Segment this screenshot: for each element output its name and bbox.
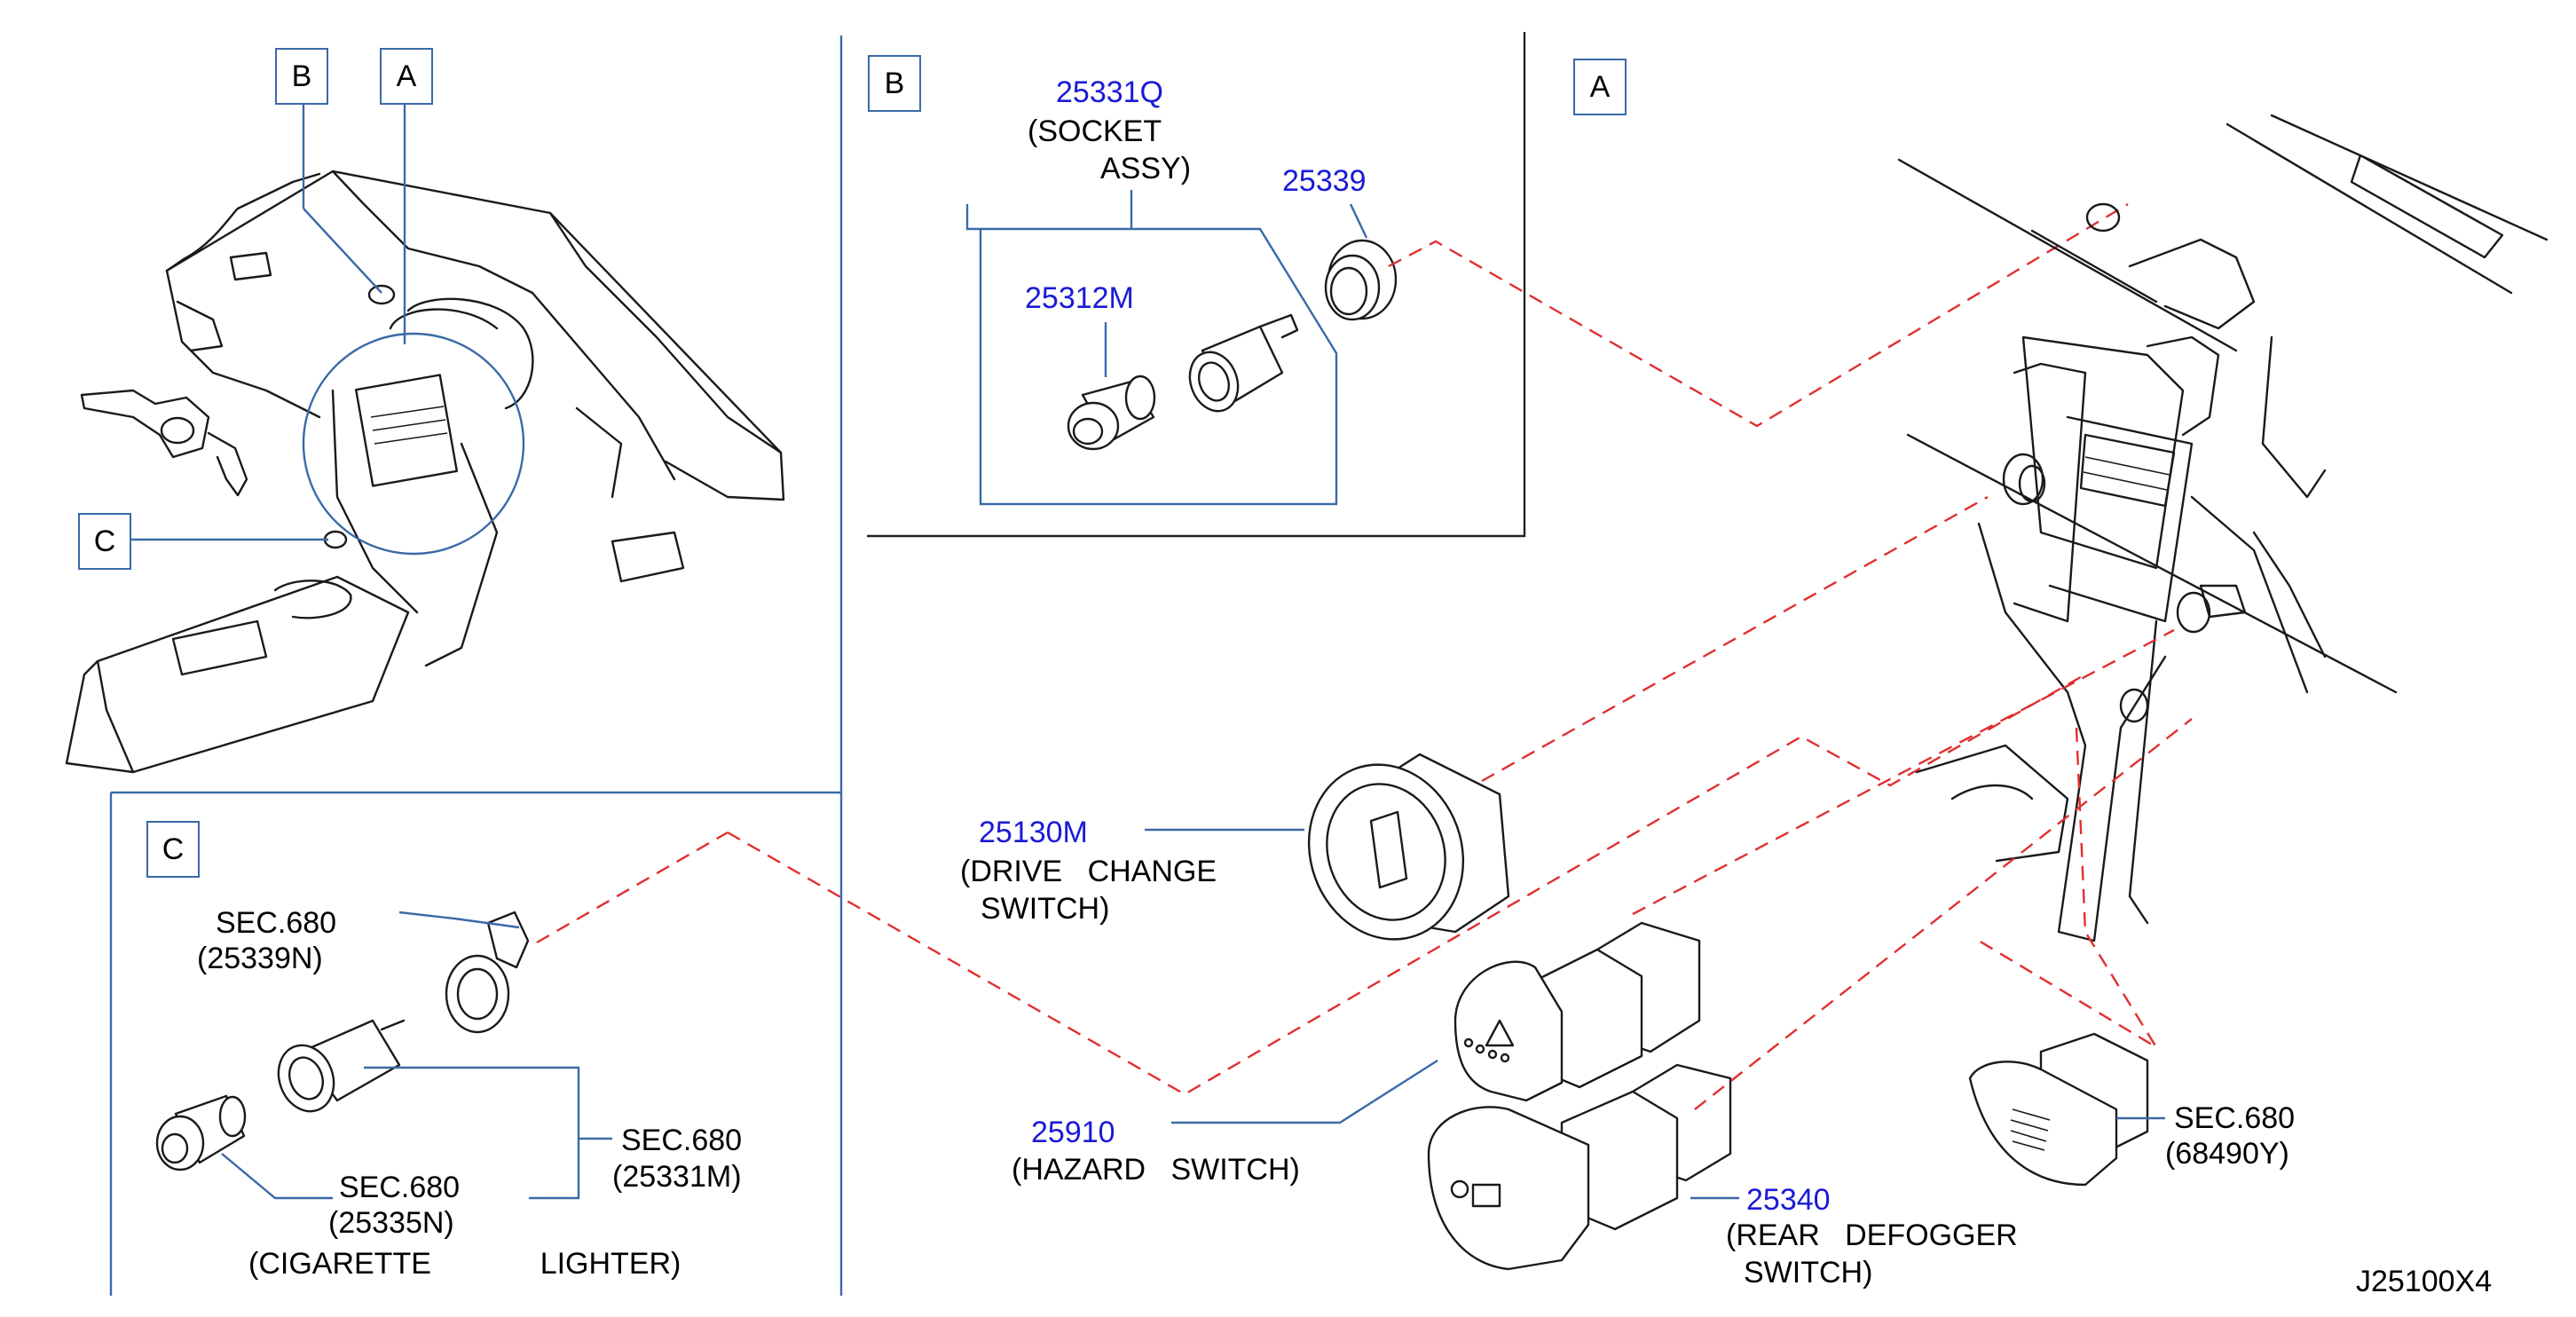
part-number-25910: 25910 — [1031, 1116, 1115, 1149]
drive-change-switch-desc-line1: (DRIVE CHANGE — [960, 855, 1217, 888]
diagram-code: J25100X4 — [2356, 1265, 2493, 1298]
detail-a-switches — [1307, 753, 2149, 1271]
part-number-25339: 25339 — [1282, 164, 1367, 198]
hazard-switch-desc: (HAZARD SWITCH) — [1012, 1153, 1300, 1187]
detail-a-drawing — [1897, 114, 2548, 942]
drive-change-switch-desc-line2: SWITCH) — [981, 892, 1110, 926]
cigarette-lighter-caption: (CIGARETTE LIGHTER) — [248, 1247, 681, 1281]
section-frames — [109, 32, 1526, 1296]
socket-ref-line2: (25331M) — [612, 1160, 742, 1194]
plug-ref-line1: SEC.680 — [339, 1171, 461, 1204]
detail-b-drawing — [965, 190, 2129, 506]
dashboard-overview-drawing — [65, 170, 785, 774]
callout-box-b: B — [275, 48, 328, 105]
detail-a-header-box: A — [1573, 59, 1627, 115]
part-number-25130m: 25130M — [979, 816, 1088, 849]
blank-cover-ref-line1: SEC.680 — [2174, 1101, 2296, 1135]
ring-ref-line2: (25339N) — [197, 942, 323, 975]
blank-cover-ref-line2: (68490Y) — [2165, 1137, 2289, 1171]
socket-assy-desc-line1: (SOCKET — [1028, 114, 1162, 148]
leader-lines — [129, 101, 2193, 1200]
socket-ref-line1: SEC.680 — [621, 1124, 743, 1157]
rear-defogger-switch-desc-line2: SWITCH) — [1744, 1256, 1873, 1289]
callout-box-c: C — [78, 513, 131, 570]
part-number-25312m: 25312M — [1025, 281, 1134, 315]
part-number-25331q: 25331Q — [1056, 75, 1163, 109]
part-number-25340: 25340 — [1746, 1183, 1831, 1217]
ring-ref-line1: SEC.680 — [216, 906, 337, 940]
detail-b-header-box: B — [868, 55, 921, 112]
socket-assy-desc-line2: ASSY) — [1100, 152, 1192, 185]
callout-box-a: A — [380, 48, 433, 105]
plug-ref-line2: (25335N) — [328, 1206, 454, 1240]
detail-c-header-box: C — [146, 821, 200, 878]
rear-defogger-switch-desc-line1: (REAR DEFOGGER — [1726, 1218, 2018, 1252]
detail-c-drawing — [155, 911, 612, 1200]
